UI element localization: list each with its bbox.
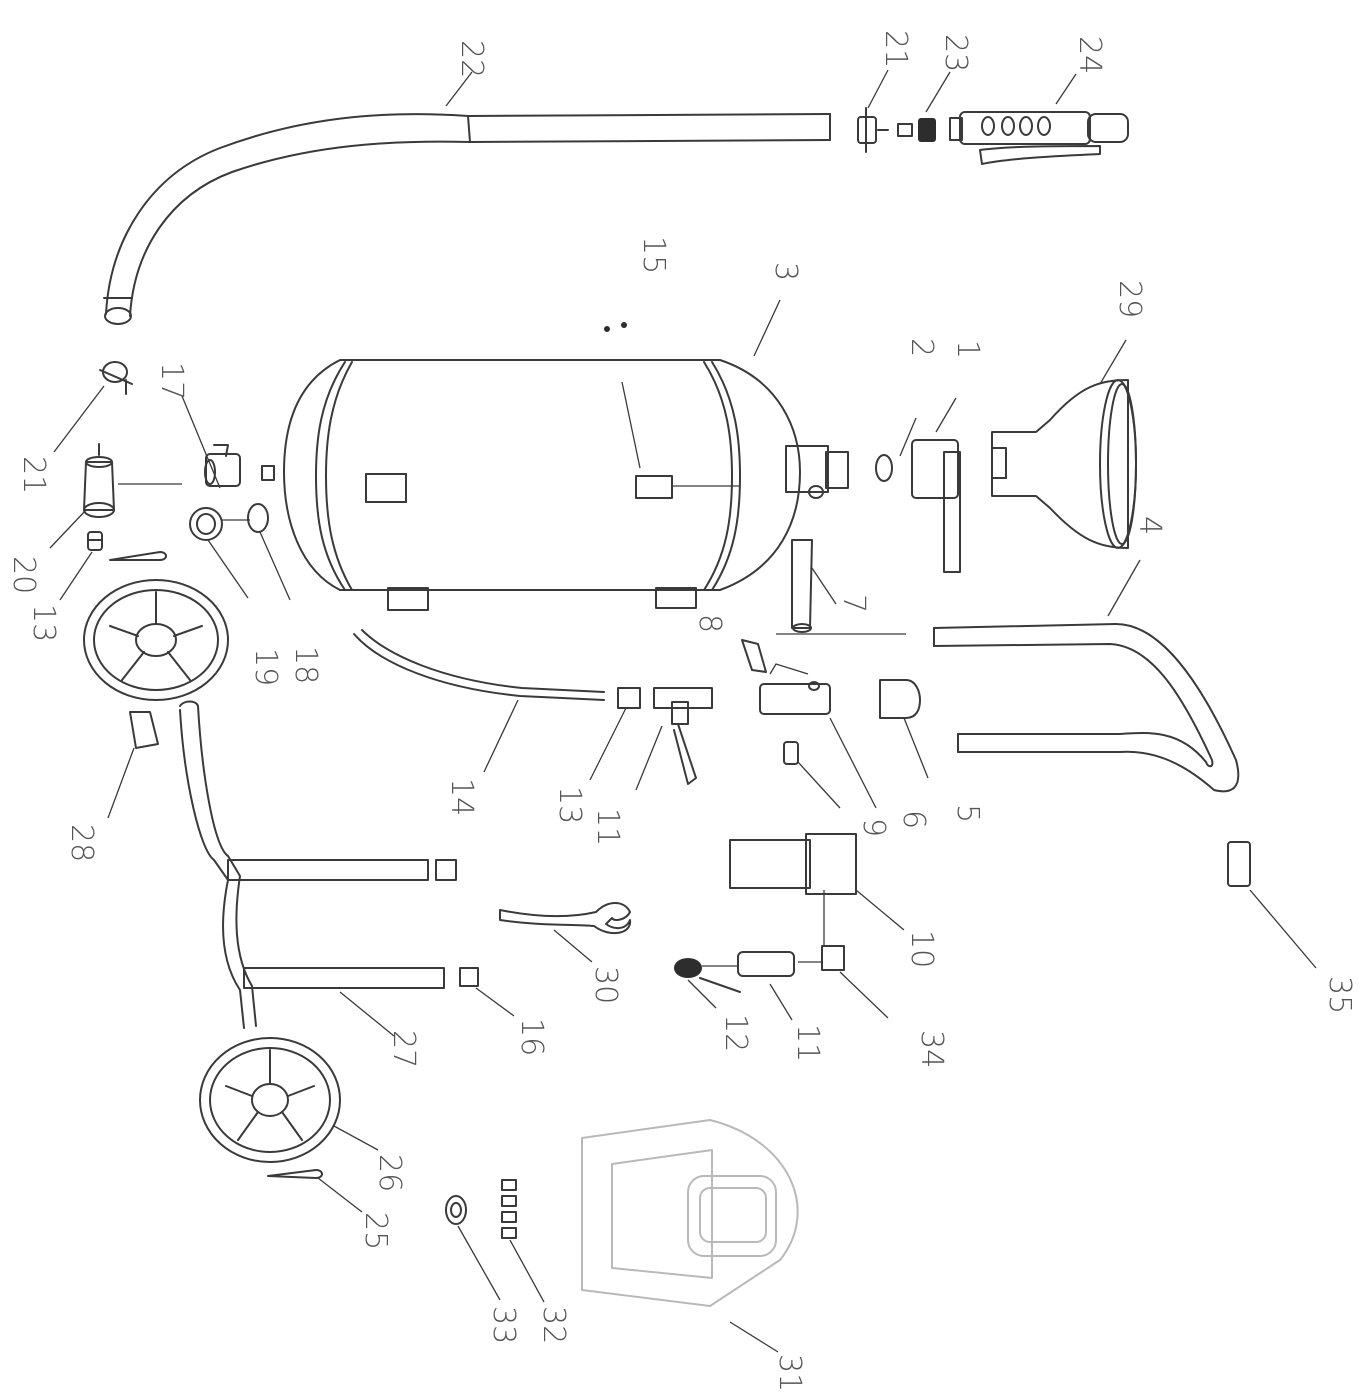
label-13-left: 13 [26,604,61,642]
part-31-cover [581,1119,799,1307]
label-1: 1 [950,340,985,359]
part-22-hose [103,113,831,325]
label-12: 12 [718,1014,753,1052]
part-21-hose-clamp-top [857,107,889,153]
part-wheel-top [83,579,229,701]
part-4-tube [776,623,1240,793]
part-20-fitting [83,443,182,518]
label-3: 3 [768,262,803,281]
label-10: 10 [904,930,939,968]
part-25-cotter-pin-top [109,551,167,561]
part-28-block [129,711,159,749]
label-9: 9 [856,818,891,837]
label-15: 15 [636,236,671,274]
part-24-blow-gun [949,111,1129,165]
label-27: 27 [386,1030,421,1068]
part-15-screws [604,322,627,332]
label-25: 25 [358,1212,393,1250]
label-7: 7 [836,594,871,613]
part-1-outlet [911,439,961,573]
part-11-valve-bottom [702,951,795,977]
part-29-funnel [991,379,1137,549]
part-19-nut [189,507,250,541]
label-4: 4 [1132,516,1167,535]
label-30: 30 [588,966,623,1004]
label-21-top: 21 [878,30,913,68]
part-7-drain-valve [791,485,824,633]
label-16: 16 [514,1018,549,1056]
label-11-mid: 11 [590,808,625,846]
label-26: 26 [372,1154,407,1192]
label-13-mid: 13 [552,786,587,824]
part-25-cotter-pin-bottom [267,1169,323,1179]
label-17: 17 [154,362,189,400]
label-8: 8 [692,614,727,633]
part-33-bushing [445,1195,467,1225]
part-32-washers [501,1179,517,1239]
part-34-elbow [798,945,845,971]
leader-lines [49,69,1317,1353]
label-19: 19 [248,648,283,686]
part-14-tube [353,629,605,701]
part-6-pump-body [759,681,831,715]
label-34: 34 [914,1030,949,1068]
part-17-valve [204,444,275,487]
label-18: 18 [288,646,323,684]
label-28: 28 [64,824,99,862]
label-22: 22 [454,40,489,78]
label-32: 32 [536,1306,571,1344]
label-21-left: 21 [16,456,51,494]
part-labels: 22 21 23 24 15 3 29 2 1 17 4 21 20 13 7 … [6,30,1357,1392]
label-24: 24 [1072,36,1107,74]
part-2-o-ring [875,454,893,482]
part-21-hose-clamp-left [99,361,133,395]
part-3-tank [283,359,849,611]
label-6: 6 [896,810,931,829]
label-29: 29 [1112,280,1147,318]
part-10-pump [729,833,857,895]
label-2: 2 [904,338,939,357]
label-20: 20 [6,556,41,594]
part-18-o-ring [247,503,269,533]
part-8-fitting [741,639,767,673]
label-14: 14 [444,778,479,816]
part-5-cap [879,679,921,719]
label-35: 35 [1322,976,1357,1014]
label-23: 23 [938,34,973,72]
part-12-lever [674,958,741,993]
label-11-bottom: 11 [790,1024,825,1062]
part-13-fitting-mid [617,687,641,709]
part-35-nipple [1227,841,1251,887]
part-27-frame [179,700,479,1029]
part-9-fitting [783,741,799,765]
label-33: 33 [486,1306,521,1344]
label-31: 31 [772,1354,807,1392]
part-11-valve-mid [653,687,713,785]
part-23-connector [897,118,936,142]
part-26-wheel [199,1037,341,1163]
part-30-wrench [499,902,632,935]
label-5: 5 [950,804,985,823]
part-13-small-fitting-left [87,531,103,551]
